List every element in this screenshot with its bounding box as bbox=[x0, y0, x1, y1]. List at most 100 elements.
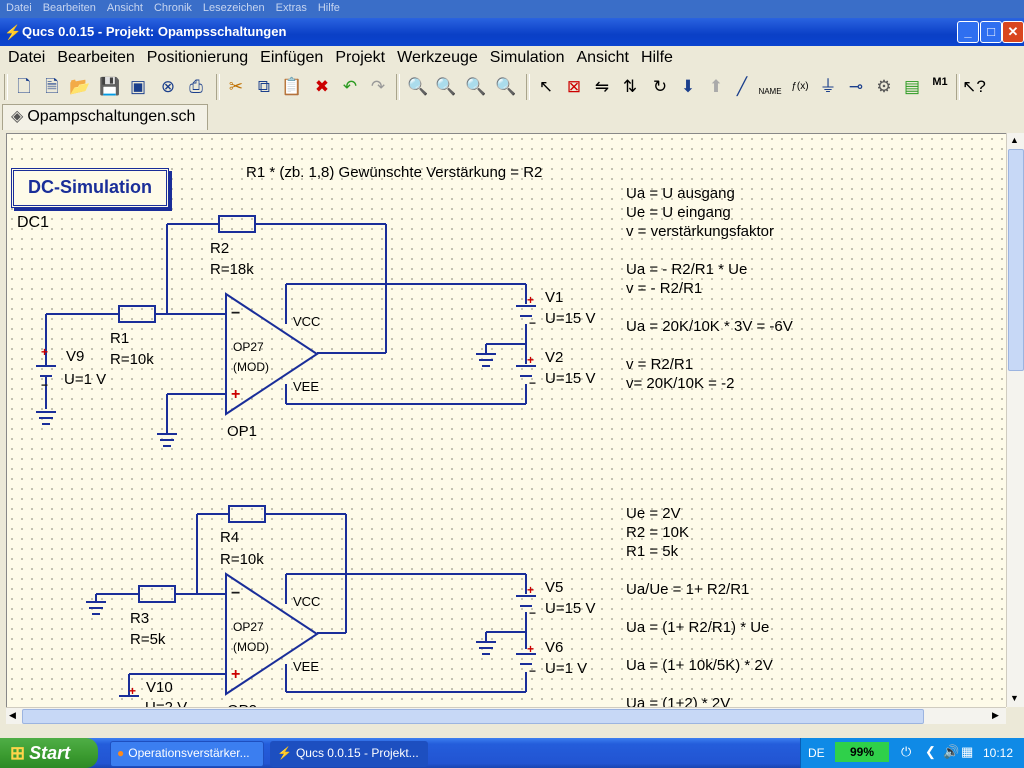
menu-simulation[interactable]: Simulation bbox=[489, 49, 565, 66]
zoom-out-icon[interactable]: 🔍 bbox=[495, 77, 517, 96]
scroll-left-icon[interactable]: ◀ bbox=[9, 710, 16, 720]
r4-value[interactable]: R=10k bbox=[220, 551, 264, 568]
label-icon[interactable]: NAME bbox=[758, 87, 782, 96]
v5-name[interactable]: V5 bbox=[545, 579, 564, 596]
mirror-x-icon[interactable]: ⇋ bbox=[594, 77, 610, 96]
horizontal-scroll-thumb[interactable] bbox=[22, 709, 924, 724]
delete-icon[interactable]: ✖ bbox=[314, 77, 330, 96]
menu-ansicht[interactable]: Ansicht bbox=[576, 49, 629, 66]
r2-value[interactable]: R=18k bbox=[210, 261, 254, 278]
scroll-up-icon[interactable]: ▲ bbox=[1010, 135, 1019, 145]
browser-menu-hilfe[interactable]: Hilfe bbox=[317, 2, 340, 14]
whats-this-icon[interactable]: ↖? bbox=[962, 77, 986, 96]
browser-menu-datei[interactable]: Datei bbox=[6, 2, 32, 14]
schematic-canvas[interactable]: DC-Simulation bbox=[6, 133, 1007, 708]
tab-opampschaltungen[interactable]: ◈Opampschaltungen.sch bbox=[2, 104, 208, 130]
browser-menu-chronik[interactable]: Chronik bbox=[153, 2, 192, 14]
op1-name[interactable]: OP1 bbox=[227, 423, 258, 440]
svg-text:+: + bbox=[527, 353, 534, 367]
r3-value[interactable]: R=5k bbox=[130, 631, 166, 648]
v1-value[interactable]: U=15 V bbox=[545, 310, 596, 327]
r2-name[interactable]: R2 bbox=[210, 240, 230, 257]
svg-text:+: + bbox=[527, 293, 534, 307]
paste-icon[interactable]: 📋 bbox=[281, 77, 303, 96]
v2-value[interactable]: U=15 V bbox=[545, 370, 596, 387]
zoom-11-icon[interactable]: 🔍 bbox=[435, 77, 457, 96]
close-doc-icon[interactable]: ⊗ bbox=[160, 77, 176, 96]
ground-icon[interactable]: ⏚ bbox=[819, 77, 837, 96]
r3-name[interactable]: R3 bbox=[130, 610, 150, 627]
browser-menu-ansicht[interactable]: Ansicht bbox=[106, 2, 143, 14]
mirror-y-icon[interactable]: ⇅ bbox=[622, 77, 638, 96]
v6-name[interactable]: V6 bbox=[545, 639, 564, 656]
language-indicator[interactable]: DE bbox=[808, 746, 825, 760]
horizontal-scrollbar[interactable]: ◀ ▶ bbox=[6, 707, 1006, 725]
equation-icon[interactable]: ƒ(x) bbox=[791, 81, 809, 92]
v10-name[interactable]: V10 bbox=[146, 679, 173, 696]
battery-indicator[interactable]: 99% bbox=[835, 742, 889, 762]
v6-value[interactable]: U=1 V bbox=[545, 660, 588, 677]
wire-icon[interactable]: ╱ bbox=[736, 77, 748, 96]
volume-icon[interactable]: 🔊 bbox=[943, 744, 960, 759]
open-icon[interactable]: 📂 bbox=[69, 77, 91, 96]
v9-value[interactable]: U=1 V bbox=[64, 371, 107, 388]
task-firefox[interactable]: ●Operationsverstärker... bbox=[110, 741, 264, 767]
zoom-in-icon[interactable]: 🔍 bbox=[465, 77, 487, 96]
new-text-icon[interactable]: 🗎 bbox=[45, 77, 59, 96]
qucs-app-icon[interactable]: ⚡ bbox=[4, 24, 22, 40]
maximize-button[interactable]: □ bbox=[980, 21, 1002, 43]
menu-werkzeuge[interactable]: Werkzeuge bbox=[397, 49, 478, 66]
v10-value[interactable]: U=2 V bbox=[145, 699, 188, 708]
scroll-right-icon[interactable]: ▶ bbox=[992, 710, 999, 720]
op2-name[interactable]: OP2 bbox=[227, 702, 257, 708]
note-line: Ua/Ue = 1+ R2/R1 bbox=[626, 581, 750, 598]
minimize-button[interactable]: _ bbox=[957, 21, 979, 43]
browser-menu-extras[interactable]: Extras bbox=[275, 2, 307, 14]
dpl-icon[interactable]: ▤ bbox=[903, 77, 921, 96]
browser-menu-lesezeichen[interactable]: Lesezeichen bbox=[202, 2, 265, 14]
v5-value[interactable]: U=15 V bbox=[545, 600, 596, 617]
scroll-down-icon[interactable]: ▼ bbox=[1010, 693, 1019, 703]
browser-menu-bearbeiten[interactable]: Bearbeiten bbox=[42, 2, 96, 14]
redo-icon[interactable]: ↷ bbox=[370, 77, 386, 96]
save-all-icon[interactable]: ▣ bbox=[129, 77, 147, 96]
new-file-icon[interactable]: 🗋 bbox=[17, 77, 31, 96]
copy-icon[interactable]: ⧉ bbox=[257, 77, 271, 96]
rotate-icon[interactable]: ↻ bbox=[652, 77, 668, 96]
port-icon[interactable]: ⊸ bbox=[848, 77, 864, 96]
vertical-scroll-thumb[interactable] bbox=[1008, 149, 1024, 371]
r1-value[interactable]: R=10k bbox=[110, 351, 154, 368]
tray-expand-icon[interactable]: ❮ bbox=[925, 744, 936, 759]
dc-simulation-box[interactable]: DC-Simulation bbox=[11, 168, 169, 208]
network-icon[interactable]: ▦ bbox=[961, 744, 974, 759]
pop-up-icon[interactable]: ⬆ bbox=[708, 77, 724, 96]
print-icon[interactable]: ⎙ bbox=[189, 77, 203, 96]
close-button[interactable]: ✕ bbox=[1002, 21, 1024, 43]
svg-text:−: − bbox=[529, 316, 536, 330]
menu-projekt[interactable]: Projekt bbox=[335, 49, 386, 66]
v1-name[interactable]: V1 bbox=[545, 289, 564, 306]
save-icon[interactable]: 💾 bbox=[99, 77, 121, 96]
v2-name[interactable]: V2 bbox=[545, 349, 564, 366]
menu-positionierung[interactable]: Positionierung bbox=[146, 49, 249, 66]
start-button[interactable]: ⊞Start bbox=[0, 738, 98, 768]
window-titlebar[interactable]: ⚡ Qucs 0.0.15 - Projekt: Opampsschaltung… bbox=[0, 18, 1024, 46]
zoom-fit-icon[interactable]: 🔍 bbox=[407, 77, 429, 96]
menu-datei[interactable]: Datei bbox=[8, 49, 46, 66]
goto-sub-icon[interactable]: ⬇ bbox=[680, 77, 696, 96]
power-plug-icon[interactable]: ⏻ bbox=[901, 744, 912, 759]
marker-icon[interactable]: M1 bbox=[932, 76, 948, 88]
simulate-icon[interactable]: ⚙ bbox=[876, 77, 892, 96]
deactivate-icon[interactable]: ⊠ bbox=[566, 77, 582, 96]
cut-icon[interactable]: ✂ bbox=[228, 77, 244, 96]
menu-einfuegen[interactable]: Einfügen bbox=[260, 49, 324, 66]
v9-name[interactable]: V9 bbox=[66, 348, 85, 365]
select-icon[interactable]: ↖ bbox=[538, 77, 554, 96]
vertical-scrollbar[interactable]: ▲ ▼ bbox=[1006, 133, 1024, 707]
r1-name[interactable]: R1 bbox=[110, 330, 130, 347]
undo-icon[interactable]: ↶ bbox=[342, 77, 358, 96]
menu-hilfe[interactable]: Hilfe bbox=[640, 49, 673, 66]
menu-bearbeiten[interactable]: Bearbeiten bbox=[57, 49, 135, 66]
r4-name[interactable]: R4 bbox=[220, 529, 240, 546]
task-qucs[interactable]: ⚡Qucs 0.0.15 - Projekt... bbox=[270, 741, 428, 767]
